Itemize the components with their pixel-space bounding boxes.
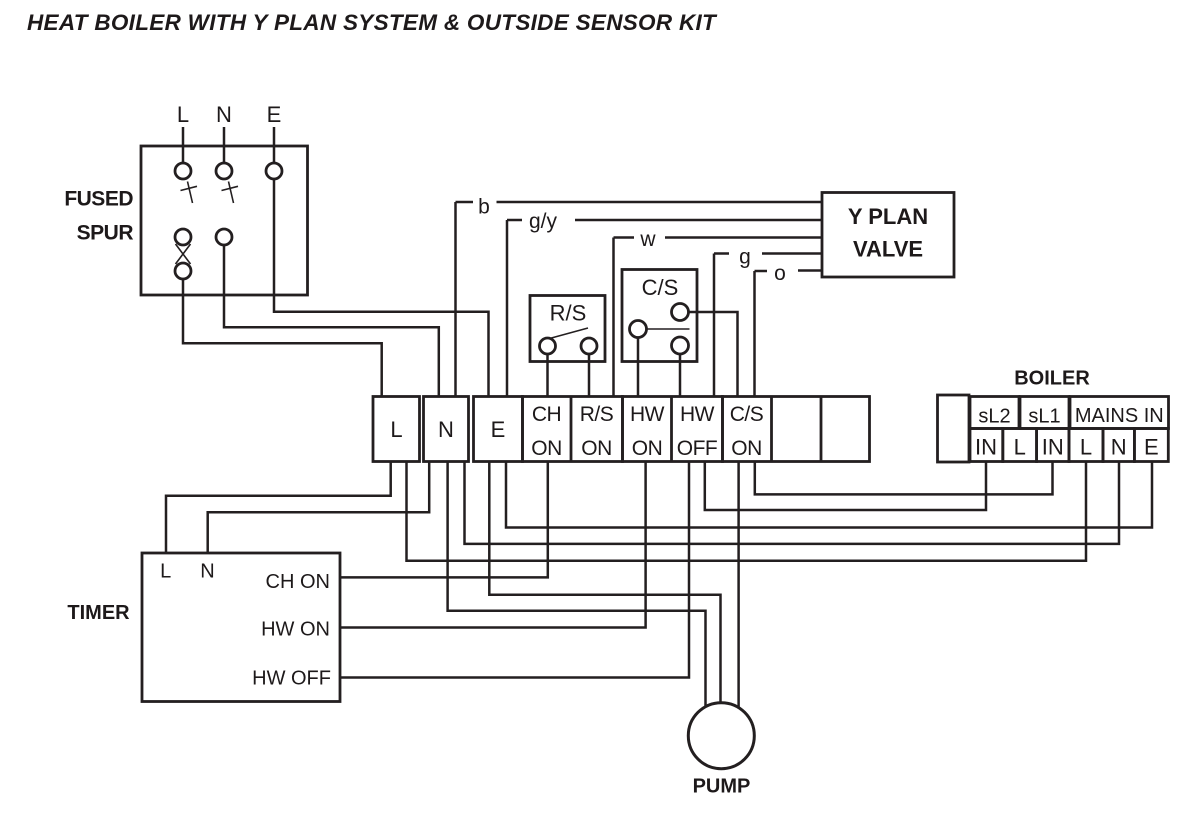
svg-text:VALVE: VALVE (853, 237, 923, 262)
svg-text:HW ON: HW ON (261, 619, 330, 641)
svg-text:BOILER: BOILER (1014, 368, 1090, 390)
svg-text:N: N (200, 561, 214, 583)
svg-text:sL1: sL1 (1028, 406, 1060, 428)
svg-text:E: E (267, 102, 282, 127)
svg-text:L: L (160, 561, 171, 583)
svg-text:g/y: g/y (529, 210, 558, 233)
svg-text:o: o (774, 262, 786, 285)
svg-text:HEAT BOILER WITH Y PLAN SYSTEM: HEAT BOILER WITH Y PLAN SYSTEM & OUTSIDE… (27, 10, 718, 35)
svg-text:E: E (1144, 435, 1159, 460)
svg-text:ON: ON (581, 437, 612, 460)
svg-text:C/S: C/S (730, 403, 764, 426)
svg-text:CH ON: CH ON (266, 571, 330, 593)
svg-text:g: g (739, 246, 751, 269)
svg-text:FUSED: FUSED (64, 188, 133, 211)
svg-text:N: N (216, 102, 232, 127)
svg-text:SPUR: SPUR (77, 222, 134, 245)
svg-text:R/S: R/S (580, 403, 614, 426)
svg-text:HW: HW (630, 403, 665, 426)
svg-text:sL2: sL2 (978, 406, 1010, 428)
svg-text:L: L (177, 102, 189, 127)
svg-text:IN: IN (1042, 435, 1064, 460)
svg-text:ON: ON (632, 437, 663, 460)
svg-text:b: b (478, 196, 490, 219)
svg-text:N: N (438, 417, 454, 442)
svg-text:L: L (390, 417, 402, 442)
svg-text:N: N (1111, 435, 1127, 460)
svg-text:C/S: C/S (642, 275, 679, 300)
svg-text:OFF: OFF (677, 437, 718, 460)
svg-text:ON: ON (731, 437, 762, 460)
svg-text:Y PLAN: Y PLAN (848, 204, 928, 229)
svg-text:E: E (491, 417, 506, 442)
svg-text:IN: IN (975, 435, 997, 460)
svg-text:L: L (1080, 435, 1092, 460)
svg-text:PUMP: PUMP (693, 776, 751, 798)
svg-text:HW: HW (680, 403, 715, 426)
svg-text:HW OFF: HW OFF (252, 668, 331, 690)
svg-text:CH: CH (532, 403, 561, 426)
svg-text:L: L (1014, 435, 1026, 460)
svg-text:w: w (639, 228, 656, 251)
svg-text:R/S: R/S (550, 301, 587, 326)
svg-text:TIMER: TIMER (67, 602, 130, 624)
svg-text:MAINS IN: MAINS IN (1075, 405, 1164, 427)
svg-text:ON: ON (531, 437, 562, 460)
